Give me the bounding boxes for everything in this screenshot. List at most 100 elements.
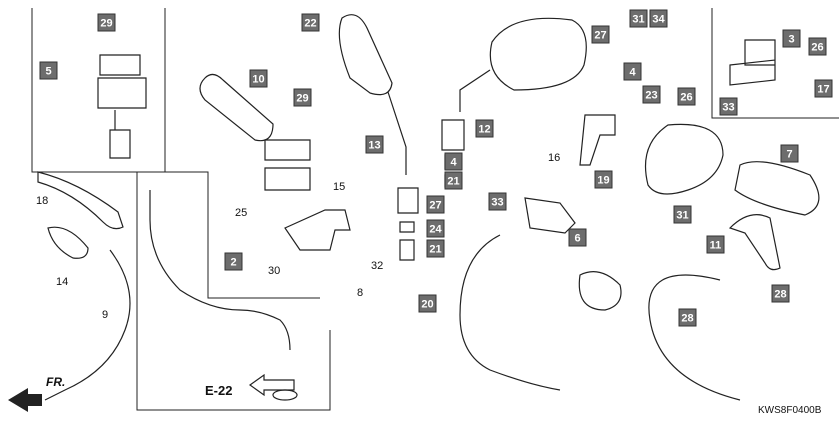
part-label-box: 2: [224, 252, 243, 271]
part-label-box: 24: [426, 219, 445, 238]
part-label-box: 6: [568, 228, 587, 247]
part-label-box-bg: [719, 97, 738, 116]
part-label-box: 28: [678, 308, 697, 327]
brake-lever-sketch: [728, 214, 781, 271]
part-number: 17: [817, 84, 829, 96]
part-number: 6: [574, 233, 580, 245]
part-number: 2: [230, 257, 236, 269]
part-number: 29: [100, 18, 112, 30]
throttle-cable-sketch: [459, 234, 561, 391]
part-number: 22: [304, 18, 316, 30]
part-label-box-bg: [224, 252, 243, 271]
right-inset-frame: [711, 8, 839, 119]
part-label-box-bg: [475, 119, 494, 138]
part-label-box: 17: [814, 79, 833, 98]
switch-housing-sketch: [97, 54, 147, 159]
part-label-box: 27: [591, 25, 610, 44]
part-number-plain: 18: [36, 195, 48, 207]
part-label-box: 33: [719, 97, 738, 116]
part-label-box: 26: [808, 37, 827, 56]
part-number: 27: [594, 30, 606, 42]
part-label-box-bg: [649, 9, 668, 28]
part-number: 33: [722, 102, 734, 114]
part-number: 11: [710, 240, 722, 252]
part-number: 33: [491, 197, 503, 209]
right-mirror-sketch: [459, 17, 587, 112]
part-number: 26: [811, 42, 823, 54]
part-label-box: 28: [771, 284, 790, 303]
part-label-box: 20: [418, 294, 437, 313]
part-number: 3: [788, 34, 794, 46]
part-label-box: 3: [782, 29, 801, 48]
switch-20-sketch: [524, 197, 576, 234]
part-label-box: 22: [301, 13, 320, 32]
left-inset-frame: [31, 8, 166, 173]
part-label-box-bg: [814, 79, 833, 98]
ref-washer-sketch: [272, 389, 298, 401]
part-number: 4: [450, 157, 457, 169]
part-number: 26: [680, 92, 692, 104]
part-label-box: 12: [475, 119, 494, 138]
part-number: 27: [429, 200, 441, 212]
part-number: 24: [429, 224, 442, 236]
part-label-box-bg: [678, 308, 697, 327]
part-label-box-bg: [808, 37, 827, 56]
part-label-box-bg: [418, 294, 437, 313]
part-number: 19: [597, 175, 609, 187]
grip-sketch: [199, 73, 274, 142]
part-label-box-bg: [677, 87, 696, 106]
part-number-plain: 15: [333, 181, 345, 193]
part-number: 13: [368, 140, 380, 152]
bar-end-weight-sketch: [578, 271, 622, 311]
choke-cable-sketch: [149, 190, 291, 351]
clutch-bracket-sketch: [284, 209, 351, 251]
part-number-plain: 8: [357, 287, 363, 299]
part-label-box: 10: [249, 69, 268, 88]
part-label-box-bg: [488, 192, 507, 211]
front-direction-arrow: FR.: [8, 375, 65, 412]
part-number: 21: [429, 244, 441, 256]
part-label-box-bg: [444, 171, 463, 190]
part-label-box-bg: [293, 88, 312, 107]
part-label-box: 34: [649, 9, 668, 28]
reference-label: E-22: [205, 383, 232, 398]
part-number: 23: [645, 90, 657, 102]
part-number: 28: [774, 289, 786, 301]
part-label-box: 19: [594, 170, 613, 189]
center-parts-sketch: [397, 119, 465, 261]
part-number: 10: [252, 74, 264, 86]
part-label-box: 27: [426, 195, 445, 214]
part-number-plain: 30: [268, 265, 280, 277]
clutch-lever-sketch: [37, 171, 124, 259]
part-label-box-bg: [642, 85, 661, 104]
part-label-box-bg: [444, 152, 463, 171]
part-label-box-bg: [780, 144, 799, 163]
part-label-box: 31: [629, 9, 648, 28]
part-label-box-bg: [771, 284, 790, 303]
part-label-box: 11: [706, 235, 725, 254]
diagram-code: KWS8F0400B: [758, 405, 822, 416]
part-label-box: 23: [642, 85, 661, 104]
part-label-box-bg: [426, 195, 445, 214]
clutch-cable-sketch: [44, 249, 131, 401]
part-label-box: 4: [444, 152, 463, 171]
part-number: 7: [786, 149, 792, 161]
part-label-box-bg: [249, 69, 268, 88]
ref-arrow-sketch: [248, 373, 295, 397]
part-label-box: 29: [97, 13, 116, 32]
part-number: 31: [676, 210, 688, 222]
left-mirror-sketch: [338, 14, 407, 175]
part-number: 12: [478, 124, 490, 136]
holder-sketch: [264, 139, 311, 191]
throttle-housing-sketch: [644, 123, 724, 195]
part-label-box: 29: [293, 88, 312, 107]
part-number: 29: [296, 93, 308, 105]
part-label-box-bg: [39, 61, 58, 80]
part-label-box-bg: [426, 219, 445, 238]
part-number: 5: [45, 66, 51, 78]
part-label-box: 26: [677, 87, 696, 106]
part-label-box-bg: [594, 170, 613, 189]
part-number: 28: [681, 313, 693, 325]
